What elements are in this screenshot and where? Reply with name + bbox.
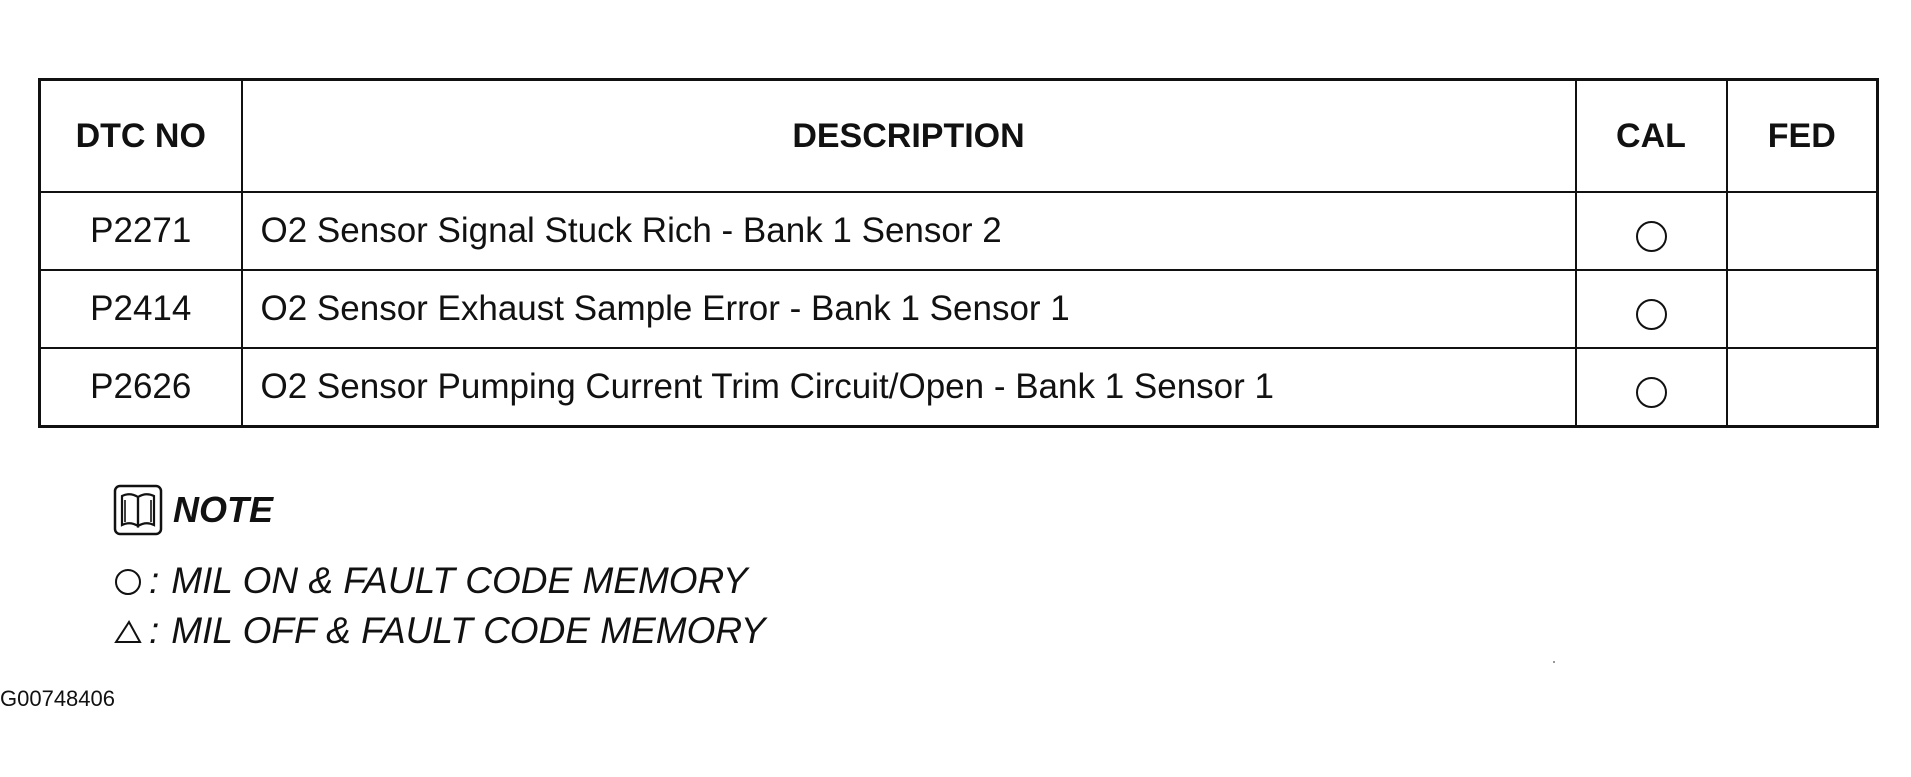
legend-item: : MIL ON & FAULT CODE MEMORY — [113, 560, 748, 602]
table-row: P2271 O2 Sensor Signal Stuck Rich - Bank… — [38, 191, 1879, 271]
header-fed: FED — [1725, 78, 1879, 193]
dtc-table: DTC NO DESCRIPTION CAL FED P2271 O2 Sens… — [38, 78, 1879, 428]
circle-icon — [1635, 221, 1667, 253]
cal-cell — [1574, 269, 1728, 349]
header-description: DESCRIPTION — [240, 78, 1577, 193]
scan-speck — [1553, 661, 1555, 663]
table-row: P2626 O2 Sensor Pumping Current Trim Cir… — [38, 347, 1879, 428]
legend-text: MIL OFF & FAULT CODE MEMORY — [171, 610, 766, 651]
legend-item: : MIL OFF & FAULT CODE MEMORY — [113, 610, 765, 652]
cal-cell — [1574, 347, 1728, 428]
description-cell: O2 Sensor Signal Stuck Rich - Bank 1 Sen… — [240, 191, 1577, 271]
figure-id: G00748406 — [0, 686, 115, 711]
circle-icon — [1635, 377, 1667, 409]
table-header-row: DTC NO DESCRIPTION CAL FED — [38, 78, 1879, 193]
fed-cell — [1725, 269, 1879, 349]
description-cell: O2 Sensor Exhaust Sample Error - Bank 1 … — [240, 269, 1577, 349]
legend-text: MIL ON & FAULT CODE MEMORY — [171, 560, 748, 601]
description-cell: O2 Sensor Pumping Current Trim Circuit/O… — [240, 347, 1577, 428]
note-section: NOTE — [113, 484, 273, 536]
legend-separator: : — [149, 560, 160, 601]
header-cal: CAL — [1574, 78, 1728, 193]
header-dtc-no: DTC NO — [38, 78, 243, 193]
book-icon — [113, 484, 163, 536]
fed-cell — [1725, 347, 1879, 428]
table-row: P2414 O2 Sensor Exhaust Sample Error - B… — [38, 269, 1879, 349]
legend-separator: : — [149, 610, 160, 651]
circle-icon — [115, 569, 141, 595]
cal-cell — [1574, 191, 1728, 271]
dtc-code-cell: P2626 — [38, 347, 243, 428]
note-title: NOTE — [173, 489, 274, 530]
fed-cell — [1725, 191, 1879, 271]
circle-icon — [1635, 299, 1667, 331]
triangle-icon — [114, 620, 142, 643]
dtc-code-cell: P2414 — [38, 269, 243, 349]
dtc-code-cell: P2271 — [38, 191, 243, 271]
note-heading: NOTE — [113, 484, 273, 536]
